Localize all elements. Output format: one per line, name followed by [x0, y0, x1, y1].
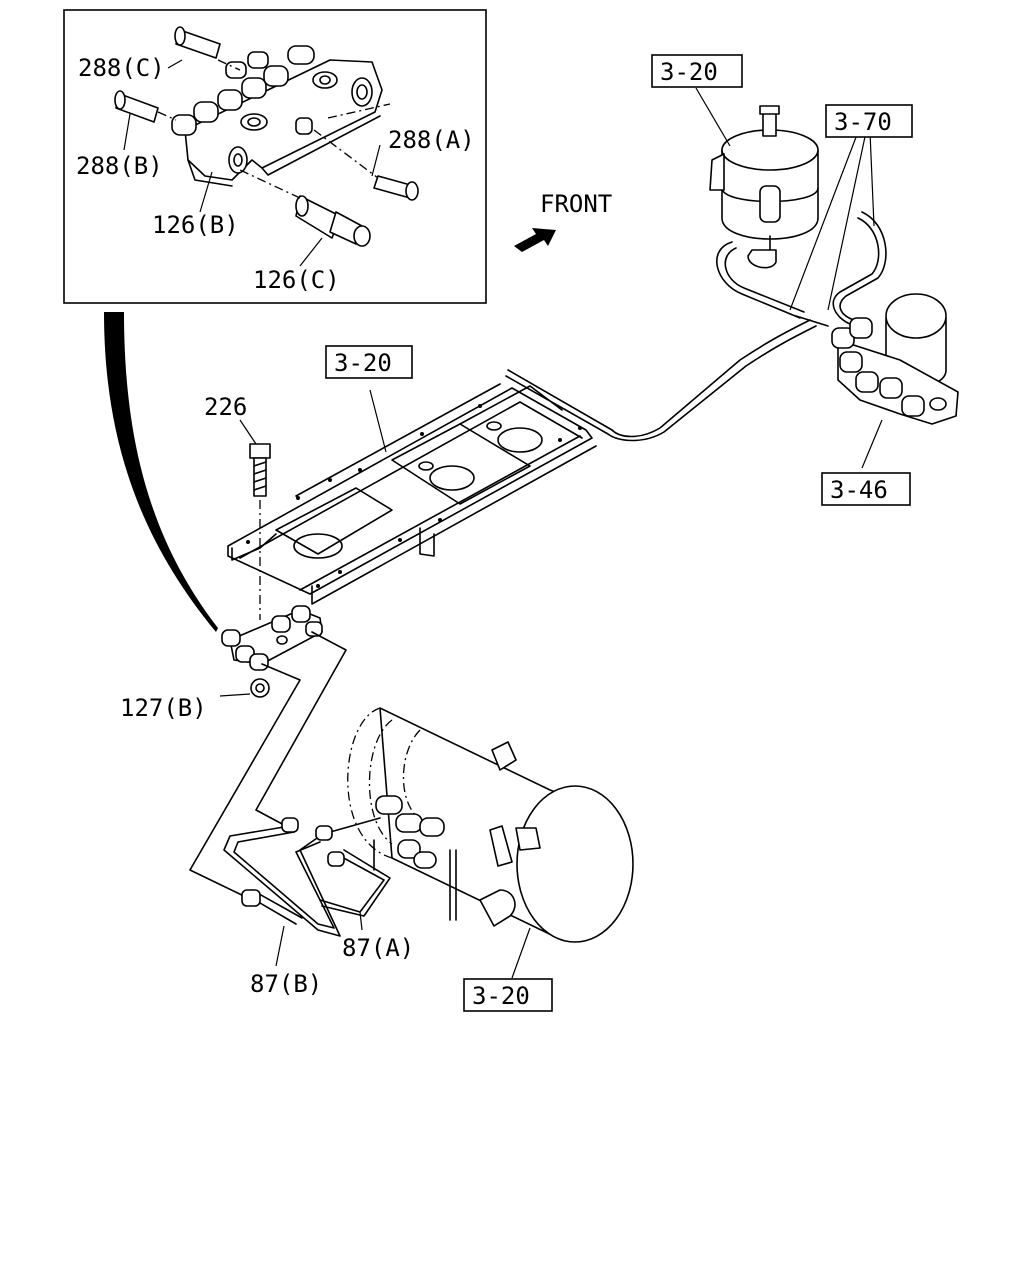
- ref-valve-label: 3-46: [830, 476, 888, 504]
- air-tank: [347, 707, 634, 979]
- callout-127b: 127(B): [120, 694, 207, 722]
- callout-126b: 126(B): [152, 211, 239, 239]
- detail-pointer-curve: [104, 312, 218, 632]
- frame-crossmember: [227, 383, 597, 605]
- callout-288a: 288(A): [388, 126, 475, 154]
- protection-valve: [831, 293, 959, 469]
- front-direction-indicator: FRONT: [514, 190, 612, 252]
- callout-288b: 288(B): [76, 152, 163, 180]
- callout-288c: 288(C): [78, 54, 165, 82]
- detail-inset: 288(C) 288(B) 288(A) 126(B) 126(C): [63, 9, 487, 304]
- manifold-assembly: [219, 605, 323, 698]
- callout-226: 226: [204, 393, 247, 421]
- ref-box-frame: 3-20: [325, 345, 413, 379]
- callout-126c: 126(C): [253, 266, 340, 294]
- callout-87b: 87(B): [250, 970, 322, 998]
- ref-frame-label: 3-20: [334, 349, 392, 377]
- ref-box-tank: 3-20: [463, 978, 553, 1012]
- ref-box-dryer: 3-20: [651, 54, 743, 147]
- ref-box-hoses: 3-70: [825, 104, 913, 138]
- brake-pipes: [189, 631, 391, 967]
- hose-set: [505, 131, 887, 442]
- bolt-226: [239, 419, 271, 620]
- pin-288a: [373, 175, 419, 201]
- pin-288b: [114, 90, 159, 123]
- callout-87a: 87(A): [342, 934, 414, 962]
- fitting-126c: [295, 195, 371, 247]
- manifold-block-detail: [171, 45, 383, 187]
- front-label: FRONT: [540, 190, 612, 218]
- ref-dryer-label: 3-20: [660, 58, 718, 86]
- ref-tank-label: 3-20: [472, 982, 530, 1010]
- front-arrow-icon: [514, 228, 556, 252]
- air-dryer: [709, 105, 819, 319]
- ref-box-valve: 3-46: [821, 472, 911, 506]
- ref-hoses-label: 3-70: [834, 108, 892, 136]
- pin-288c: [174, 26, 221, 59]
